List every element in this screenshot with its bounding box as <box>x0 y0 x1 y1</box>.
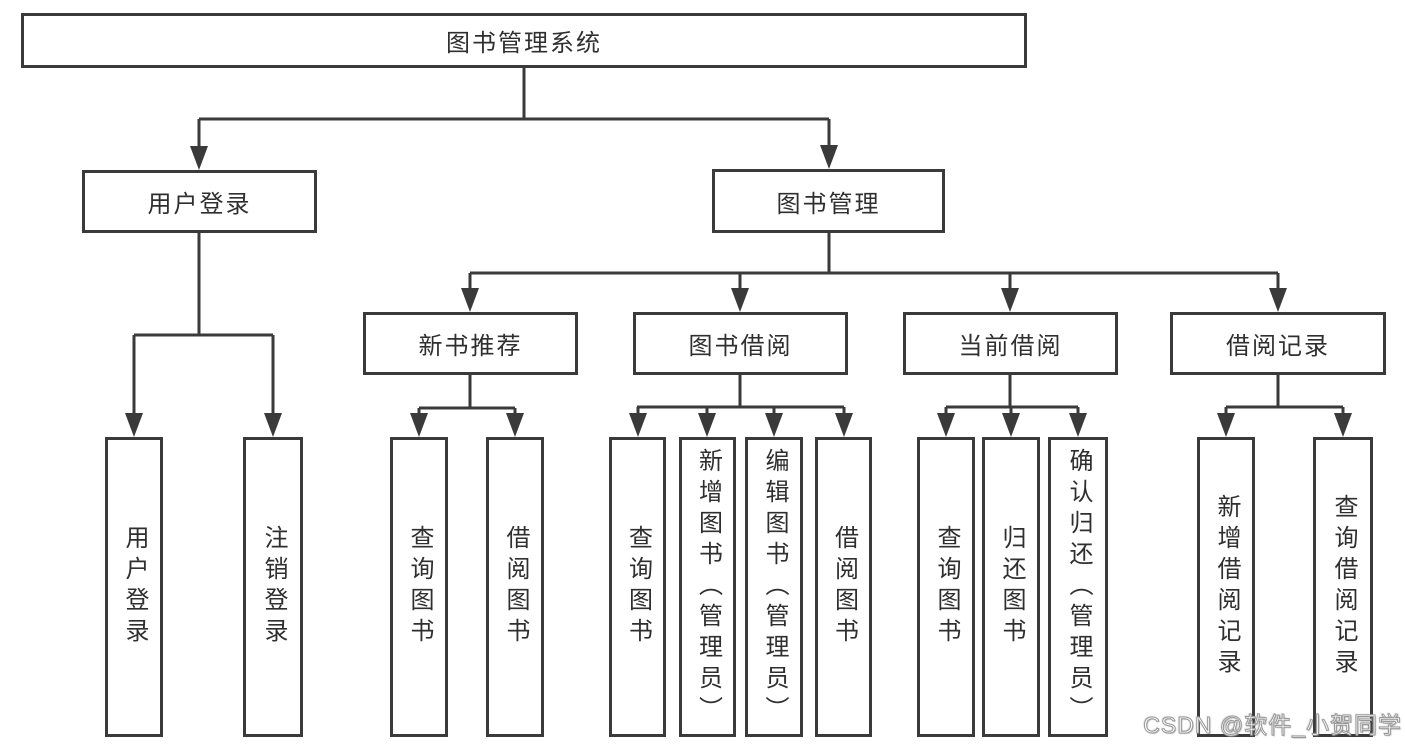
node-label: 图书管理 <box>776 190 881 218</box>
leaf-edit-books-admin: 编辑图书（管理员） <box>745 437 803 737</box>
leaf-query-books-recommend: 查询图书 <box>390 437 448 737</box>
leaf-return-books: 归还图书 <box>982 437 1040 737</box>
node-book-borrowing: 图书借阅 <box>633 312 848 375</box>
leaf-add-borrow-record: 新增借阅记录 <box>1197 437 1255 737</box>
node-new-book-recommendation: 新书推荐 <box>363 312 578 375</box>
leaf-borrow-books-recommend: 借阅图书 <box>486 437 544 737</box>
leaf-label: 注销登录 <box>260 525 287 649</box>
leaf-label: 借阅图书 <box>830 525 858 649</box>
node-label: 借阅记录 <box>1226 333 1330 360</box>
node-label: 图书管理系统 <box>446 30 602 57</box>
leaf-label: 查询图书 <box>624 525 652 649</box>
node-label: 用户登录 <box>147 191 252 218</box>
leaf-label: 查询借阅记录 <box>1330 494 1357 680</box>
leaf-user-login: 用户登录 <box>105 437 163 737</box>
node-user-login: 用户登录 <box>82 170 317 233</box>
leaf-borrow-books: 借阅图书 <box>815 437 872 737</box>
leaf-label: 编辑图书（管理员） <box>761 447 788 727</box>
leaf-label: 新增图书（管理员） <box>694 447 722 727</box>
node-label: 当前借阅 <box>958 333 1063 360</box>
leaf-label: 用户登录 <box>121 525 148 649</box>
leaf-query-borrow-record: 查询借阅记录 <box>1313 437 1373 737</box>
leaf-query-books-borrow: 查询图书 <box>609 437 666 737</box>
leaf-label: 借阅图书 <box>502 525 529 649</box>
leaf-label: 查询图书 <box>406 525 433 649</box>
node-book-management: 图书管理 <box>712 169 945 233</box>
node-library-management-system: 图书管理系统 <box>21 13 1027 68</box>
leaf-label: 查询图书 <box>933 525 960 649</box>
leaf-query-books-current: 查询图书 <box>917 437 975 737</box>
csdn-watermark: CSDN @软件_小贺同学 <box>1143 712 1402 739</box>
node-label: 新书推荐 <box>418 333 523 360</box>
node-current-borrowing: 当前借阅 <box>903 312 1118 375</box>
leaf-label: 确认归还（管理员） <box>1065 447 1092 727</box>
node-borrowing-records: 借阅记录 <box>1170 312 1386 375</box>
leaf-confirm-return-admin: 确认归还（管理员） <box>1048 437 1108 737</box>
leaf-add-books-admin: 新增图书（管理员） <box>679 437 736 737</box>
leaf-label: 新增借阅记录 <box>1213 494 1240 680</box>
node-label: 图书借阅 <box>688 333 793 360</box>
leaf-label: 归还图书 <box>998 525 1025 649</box>
leaf-logout: 注销登录 <box>243 437 303 737</box>
